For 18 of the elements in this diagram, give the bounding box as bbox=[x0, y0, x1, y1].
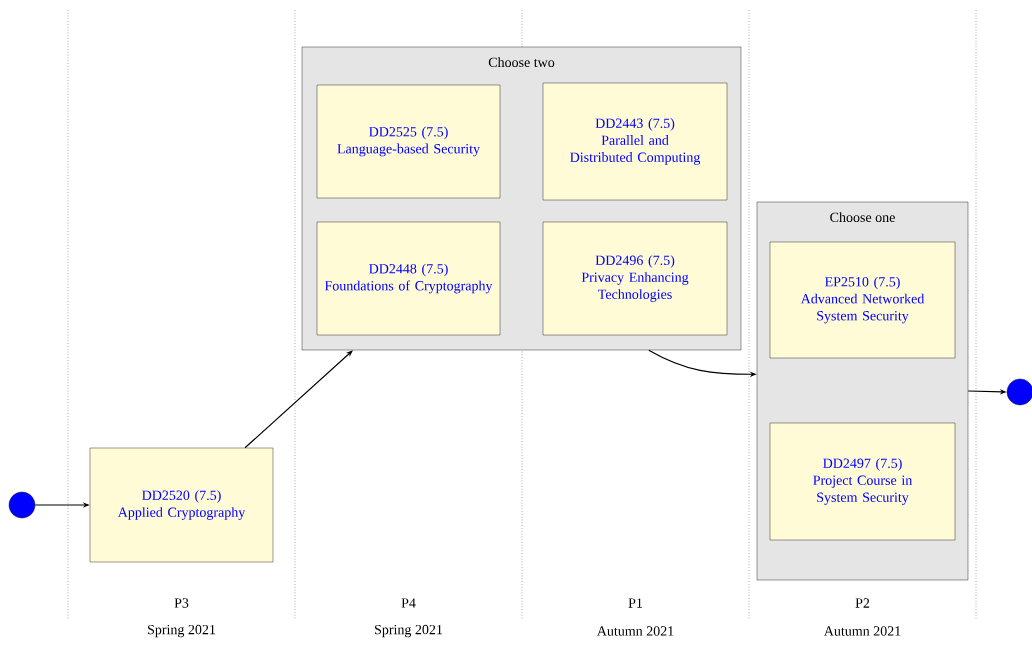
course-box: DD2497 (7.5) Project Course in System Security bbox=[769, 422, 956, 541]
arrow bbox=[244, 350, 353, 449]
period-label: P3 bbox=[174, 598, 189, 608]
period-label: P2 bbox=[855, 598, 870, 608]
circle-node bbox=[1006, 378, 1032, 406]
circle-node bbox=[8, 491, 36, 519]
course-box: EP2510 (7.5) Advanced Networked System Security bbox=[769, 241, 956, 359]
period-label: Spring 2021 bbox=[148, 624, 216, 638]
period-label: P4 bbox=[401, 598, 416, 608]
course-box: DD2448 (7.5) Foundations of Cryptography bbox=[316, 221, 501, 336]
course-box: DD2496 (7.5) Privacy Enhancing Technologies bbox=[542, 221, 728, 336]
period-label: Autumn 2021 bbox=[596, 626, 674, 636]
period-label: P1 bbox=[628, 598, 643, 608]
period-label: Autumn 2021 bbox=[823, 626, 901, 636]
period-label: Spring 2021 bbox=[375, 624, 443, 638]
course-box: DD2520 (7.5) Applied Cryptography bbox=[89, 447, 274, 563]
course-box: DD2525 (7.5) Language-based Security bbox=[316, 84, 501, 199]
course-box: DD2443 (7.5) Parallel and Distributed Computing bbox=[542, 82, 728, 201]
